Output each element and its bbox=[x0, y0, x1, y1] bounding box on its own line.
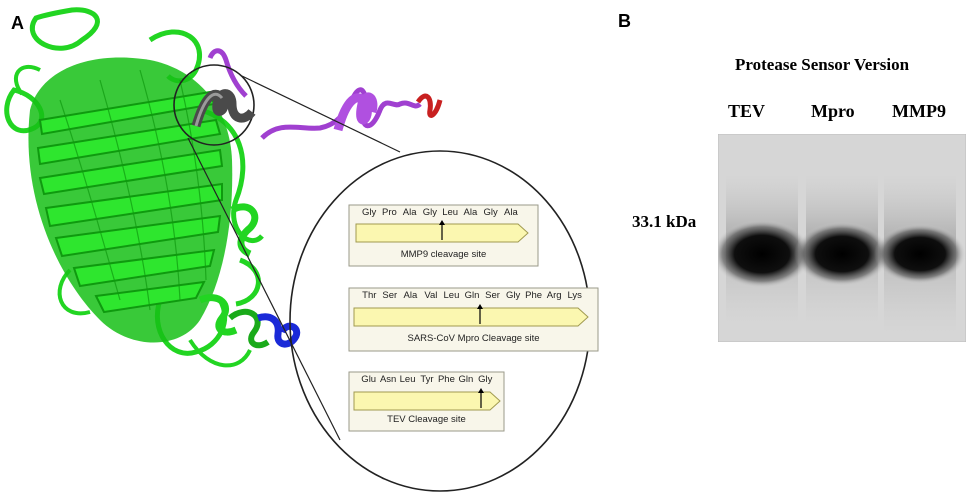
zoom-connector-top bbox=[241, 75, 401, 153]
side-helix bbox=[228, 308, 270, 349]
mpro-site-label: SARS-CoV Mpro Cleavage site bbox=[407, 333, 540, 344]
tev-site-label: TEV Cleavage site bbox=[387, 414, 466, 425]
barrel-loop bbox=[199, 107, 264, 244]
gel-title: Protease Sensor Version bbox=[735, 55, 910, 74]
barrel-loop bbox=[235, 257, 261, 307]
mmp9-site-text: Gly Pro Ala Gly Leu Ala Gly Ala MMP9 cleavage s… bbox=[349, 205, 538, 266]
barrel-loop bbox=[57, 268, 91, 316]
residue-label: Ala bbox=[504, 207, 518, 218]
band-mpro bbox=[794, 222, 890, 286]
mpro-sequence-arrow bbox=[353, 307, 589, 327]
residue-label: Ala bbox=[403, 290, 418, 301]
panel-a-letter: A bbox=[11, 13, 24, 33]
residue-label: Tyr bbox=[420, 374, 434, 385]
residue-label: Asn bbox=[379, 374, 397, 385]
barrel-loop bbox=[188, 338, 252, 368]
residue-label: Gly bbox=[362, 207, 377, 218]
c-terminus bbox=[415, 93, 443, 118]
side-helix bbox=[230, 203, 259, 258]
beta-strand bbox=[44, 182, 223, 228]
residue-label: Gly bbox=[478, 374, 493, 385]
band-tev bbox=[718, 220, 812, 288]
lane-label-mmp9: MMP9 bbox=[892, 101, 946, 121]
panel-b-letter: B bbox=[618, 11, 631, 31]
tev-site-graphic bbox=[348, 371, 505, 432]
residue-label: Val bbox=[424, 290, 438, 301]
residue-label: Ser bbox=[485, 290, 500, 301]
upper-linker bbox=[207, 48, 248, 98]
residue-label: Ala bbox=[402, 207, 417, 218]
residue-label: Glu bbox=[361, 374, 377, 385]
residue-label: Leu bbox=[443, 290, 460, 301]
zoom-small-circle bbox=[173, 64, 255, 146]
molecular-weight-marker: 33.1 kDa bbox=[632, 212, 697, 231]
linker-helix-large bbox=[333, 92, 378, 132]
residue-label: Lys bbox=[567, 290, 582, 301]
residue-label: Gly bbox=[422, 207, 437, 218]
residue-label: Gln bbox=[464, 290, 480, 301]
tev-sequence-arrow bbox=[353, 391, 501, 411]
residue-label: Ala bbox=[463, 207, 478, 218]
residue-label: Pro bbox=[381, 207, 397, 218]
n-terminus-blue bbox=[256, 313, 301, 348]
band-mmp9 bbox=[874, 224, 966, 284]
barrel-loop bbox=[14, 64, 41, 96]
zoom-connector-bottom bbox=[187, 137, 341, 441]
residue-label: Ser bbox=[382, 290, 398, 301]
lane-label-tev: TEV bbox=[728, 101, 766, 121]
residue-label: Gln bbox=[458, 374, 474, 385]
residue-label: Arg bbox=[546, 290, 562, 301]
mmp9-site-graphic bbox=[348, 204, 539, 267]
barrel-loop bbox=[29, 7, 100, 51]
lane-label-mpro: Mpro bbox=[811, 101, 855, 121]
mpro-site-graphic bbox=[348, 287, 599, 352]
mmp9-site-label: MMP9 cleavage site bbox=[400, 249, 487, 260]
side-helix bbox=[198, 294, 238, 336]
residue-label: Gly bbox=[483, 207, 498, 218]
beta-strand bbox=[94, 280, 206, 314]
residue-label: Thr bbox=[362, 290, 377, 301]
residue-label: Leu bbox=[442, 207, 459, 218]
residue-label: Phe bbox=[525, 290, 543, 301]
beta-strand bbox=[36, 118, 222, 166]
residue-label: Gly bbox=[505, 290, 521, 301]
residue-label: Leu bbox=[399, 374, 416, 385]
western-blot-gel bbox=[718, 134, 966, 342]
residue-label: Phe bbox=[437, 374, 455, 385]
